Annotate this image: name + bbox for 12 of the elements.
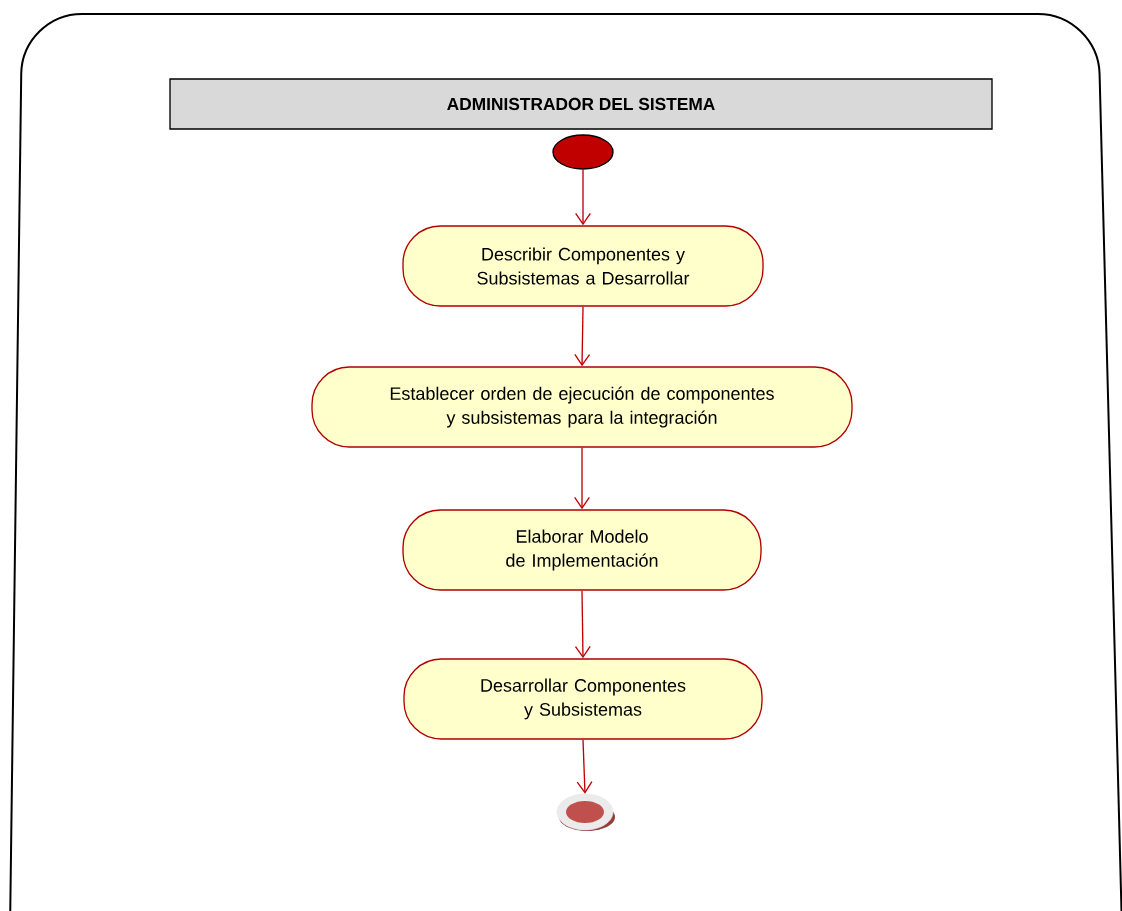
arrow [575,169,591,226]
arrow [574,447,590,510]
arrow [574,306,591,367]
activity-box: Desarrollar Componentes y Subsistemas [403,658,763,740]
initial-node [552,134,614,170]
final-node [556,793,615,831]
activity-box: Elaborar Modelo de Implementación [402,509,762,591]
swimlane-header: ADMINISTRADOR DEL SISTEMA [169,78,993,130]
activity-box: Describir Componentes y Subsistemas a Desarrollar [402,225,764,307]
activity-box: Establecer orden de ejecución de componentes y subsistemas para la integración [311,366,853,448]
arrow [576,739,593,794]
arrow [574,590,591,659]
